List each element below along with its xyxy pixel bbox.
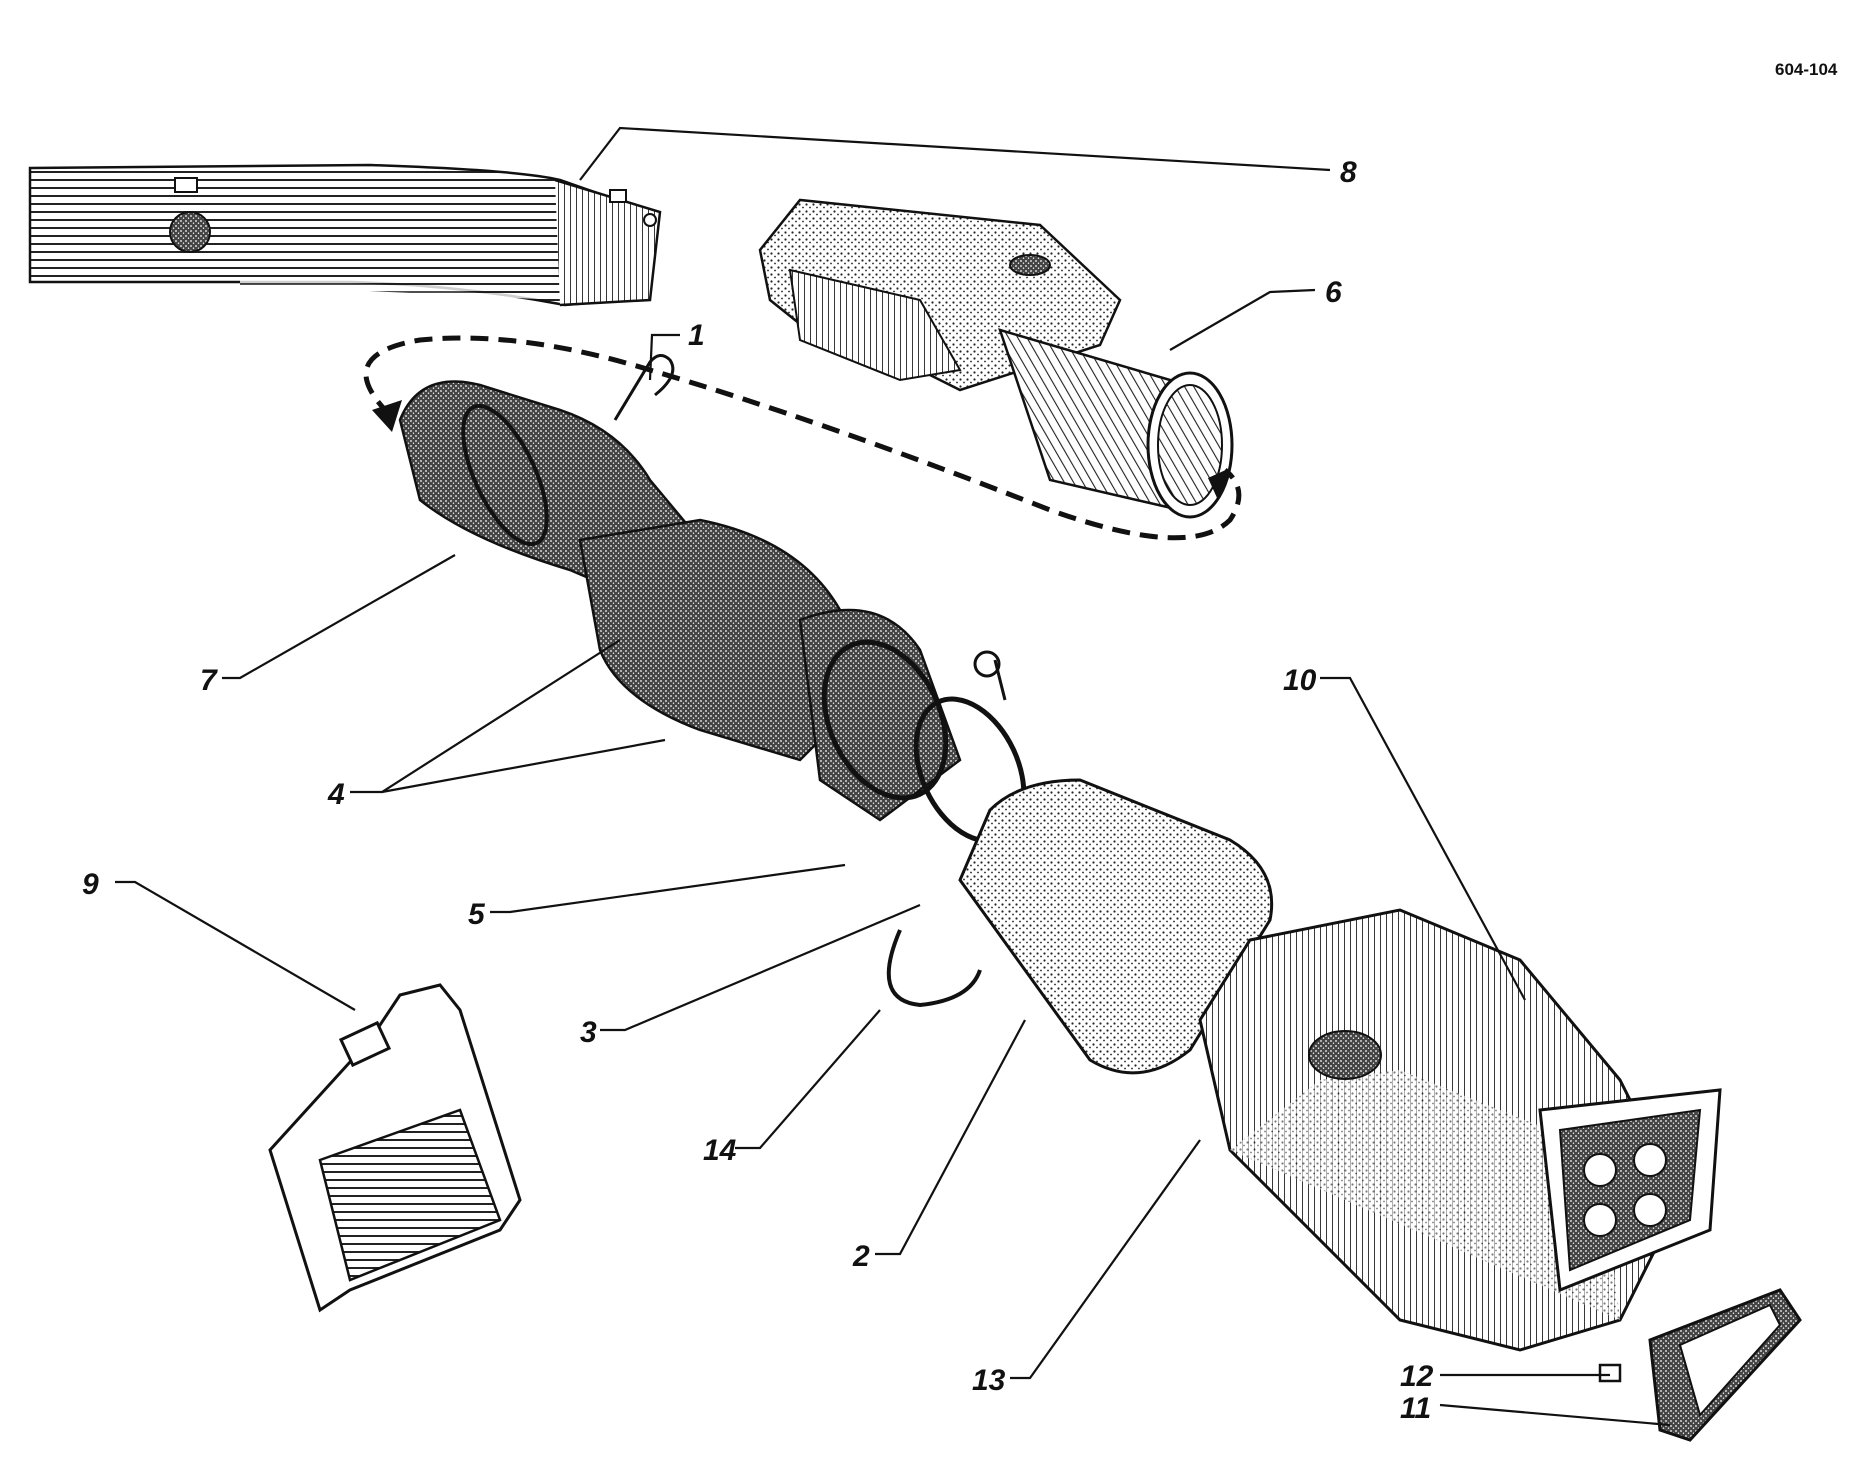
- part-9-grille: [268, 983, 522, 1313]
- callout-5: 5: [468, 898, 486, 931]
- drawing-reference-number: 604-104: [1775, 60, 1838, 79]
- leader-2: [875, 1019, 1026, 1256]
- leader-4b: [381, 738, 666, 794]
- callout-8: 8: [1340, 156, 1357, 189]
- callout-14: 14: [703, 1134, 737, 1167]
- part-8-duct: [28, 163, 662, 307]
- part-12-block: [1598, 1363, 1622, 1383]
- leader-lines: [115, 126, 1671, 1427]
- part-14-clamp: [886, 929, 982, 1008]
- leader-13: [1010, 1139, 1201, 1380]
- part-6-nozzle: [758, 198, 1234, 519]
- callout-10: 10: [1283, 664, 1317, 697]
- arrow-right: [1208, 468, 1230, 500]
- callout-6: 6: [1325, 276, 1342, 309]
- dashed-path: [363, 335, 1242, 541]
- callout-labels: 8 6 1 7 4 5 3 14 2 13 10 9 12 11: [82, 156, 1434, 1425]
- leader-4a: [350, 639, 621, 794]
- callout-9: 9: [82, 868, 99, 901]
- connection-path: [363, 335, 1242, 541]
- callout-11: 11: [1400, 1392, 1431, 1425]
- leader-9: [115, 880, 356, 1011]
- part-2-boot: [958, 778, 1274, 1075]
- callout-13: 13: [972, 1364, 1006, 1397]
- part-11-frame: [1648, 1288, 1802, 1442]
- callout-12: 12: [1400, 1360, 1434, 1393]
- leader-6: [1169, 288, 1316, 351]
- leader-1: [648, 333, 680, 381]
- leader-8: [579, 126, 1331, 181]
- part-10-heater-box: [1198, 908, 1722, 1352]
- callout-3: 3: [580, 1016, 597, 1049]
- callout-1: 1: [688, 319, 705, 352]
- arrow-left: [372, 400, 402, 432]
- leader-11: [1439, 1403, 1671, 1427]
- hose-assembly: [398, 380, 1027, 844]
- leader-5: [490, 863, 846, 914]
- callout-2: 2: [852, 1240, 870, 1273]
- callout-7: 7: [200, 664, 218, 697]
- part-1-clip: [613, 354, 675, 421]
- leader-10: [1320, 676, 1526, 1001]
- leader-3: [600, 903, 921, 1032]
- callout-4: 4: [327, 778, 345, 811]
- leader-14: [735, 1009, 881, 1150]
- duct-round-hole: [169, 211, 211, 253]
- leader-7: [222, 554, 456, 680]
- duct-square-hole: [174, 177, 198, 193]
